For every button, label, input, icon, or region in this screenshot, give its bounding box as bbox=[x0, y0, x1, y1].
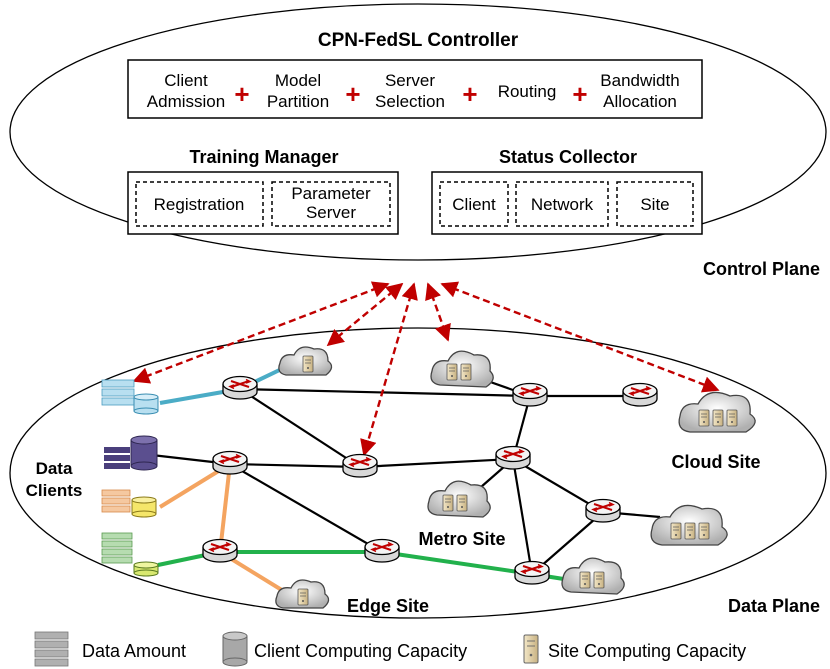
router-icon bbox=[514, 560, 550, 585]
router-icon bbox=[222, 375, 258, 400]
router-icon bbox=[342, 453, 378, 478]
status-collector-title: Status Collector bbox=[499, 147, 637, 167]
parameter-server-label-1: Parameter bbox=[291, 184, 371, 203]
router-icon bbox=[495, 445, 531, 470]
data-clients-label-1: Data bbox=[36, 459, 73, 478]
cloud-icon bbox=[278, 346, 333, 376]
client-status-label: Client bbox=[452, 195, 496, 214]
parameter-server-box bbox=[271, 181, 391, 227]
site-status-label: Site bbox=[640, 195, 669, 214]
plus-sign: + bbox=[234, 79, 249, 109]
cloud-icon bbox=[650, 504, 728, 546]
module-model-partition-1: Model bbox=[275, 71, 321, 90]
legend-data-amount: Data Amount bbox=[82, 641, 186, 661]
controller-title: CPN-FedSL Controller bbox=[318, 30, 519, 51]
parameter-server-label-2: Server bbox=[306, 203, 356, 222]
arrow bbox=[360, 282, 418, 457]
data-client-purple bbox=[104, 435, 158, 471]
data-plane-label: Data Plane bbox=[728, 596, 820, 616]
router-icon bbox=[364, 538, 400, 563]
link bbox=[229, 463, 383, 553]
module-client-admission-1: Client bbox=[164, 71, 208, 90]
router-icon bbox=[202, 538, 238, 563]
registration-box bbox=[135, 181, 264, 227]
data-client-blue bbox=[101, 379, 159, 415]
link bbox=[229, 462, 361, 469]
data-amount-legend-icon bbox=[34, 631, 69, 667]
plus-sign: + bbox=[462, 79, 477, 109]
data-plane-ellipse bbox=[9, 327, 827, 619]
data-client-orange bbox=[101, 489, 157, 518]
site-capacity-legend-icon bbox=[523, 634, 539, 664]
legend: Data Amount Client Computing Capacity Si… bbox=[34, 631, 746, 667]
router-icon bbox=[585, 498, 621, 523]
network-status-box bbox=[515, 181, 609, 227]
arrow bbox=[440, 281, 720, 393]
router-icon bbox=[512, 382, 548, 407]
cloud-icon bbox=[430, 350, 494, 388]
module-server-selection-2: Selection bbox=[375, 92, 445, 111]
cloud-icon bbox=[678, 391, 756, 433]
client-link-green bbox=[381, 550, 533, 576]
module-bandwidth-allocation-1: Bandwidth bbox=[600, 71, 679, 90]
registration-label: Registration bbox=[154, 195, 245, 214]
client-capacity-legend-icon bbox=[222, 631, 248, 667]
cloud-icon bbox=[427, 480, 491, 518]
module-bandwidth-allocation-2: Allocation bbox=[603, 92, 677, 111]
link bbox=[239, 388, 361, 468]
legend-client-capacity: Client Computing Capacity bbox=[254, 641, 467, 661]
router-icon bbox=[212, 450, 248, 475]
cloud-site-label: Cloud Site bbox=[672, 452, 761, 472]
router-icon bbox=[622, 382, 658, 407]
legend-site-capacity: Site Computing Capacity bbox=[548, 641, 746, 661]
control-plane-label: Control Plane bbox=[703, 259, 820, 279]
module-server-selection-1: Server bbox=[385, 71, 435, 90]
data-clients-label-2: Clients bbox=[26, 481, 83, 500]
module-client-admission-2: Admission bbox=[147, 92, 225, 111]
module-routing: Routing bbox=[498, 82, 557, 101]
link bbox=[511, 458, 534, 575]
controller-modules-box bbox=[127, 59, 703, 119]
cloud-icon bbox=[275, 579, 330, 609]
edge-link-orange bbox=[218, 463, 232, 553]
metro-site-label: Metro Site bbox=[418, 529, 505, 549]
site-status-box bbox=[616, 181, 694, 227]
plus-sign: + bbox=[572, 79, 587, 109]
control-arrows bbox=[132, 281, 720, 457]
link bbox=[359, 457, 514, 469]
data-amount-icon bbox=[101, 379, 135, 406]
module-model-partition-2: Partition bbox=[267, 92, 329, 111]
training-manager-title: Training Manager bbox=[189, 147, 338, 167]
network-status-label: Network bbox=[531, 195, 594, 214]
plus-sign: + bbox=[345, 79, 360, 109]
edge-site-label: Edge Site bbox=[347, 596, 429, 616]
data-client-green bbox=[101, 532, 159, 577]
cloud-icon bbox=[561, 557, 625, 595]
